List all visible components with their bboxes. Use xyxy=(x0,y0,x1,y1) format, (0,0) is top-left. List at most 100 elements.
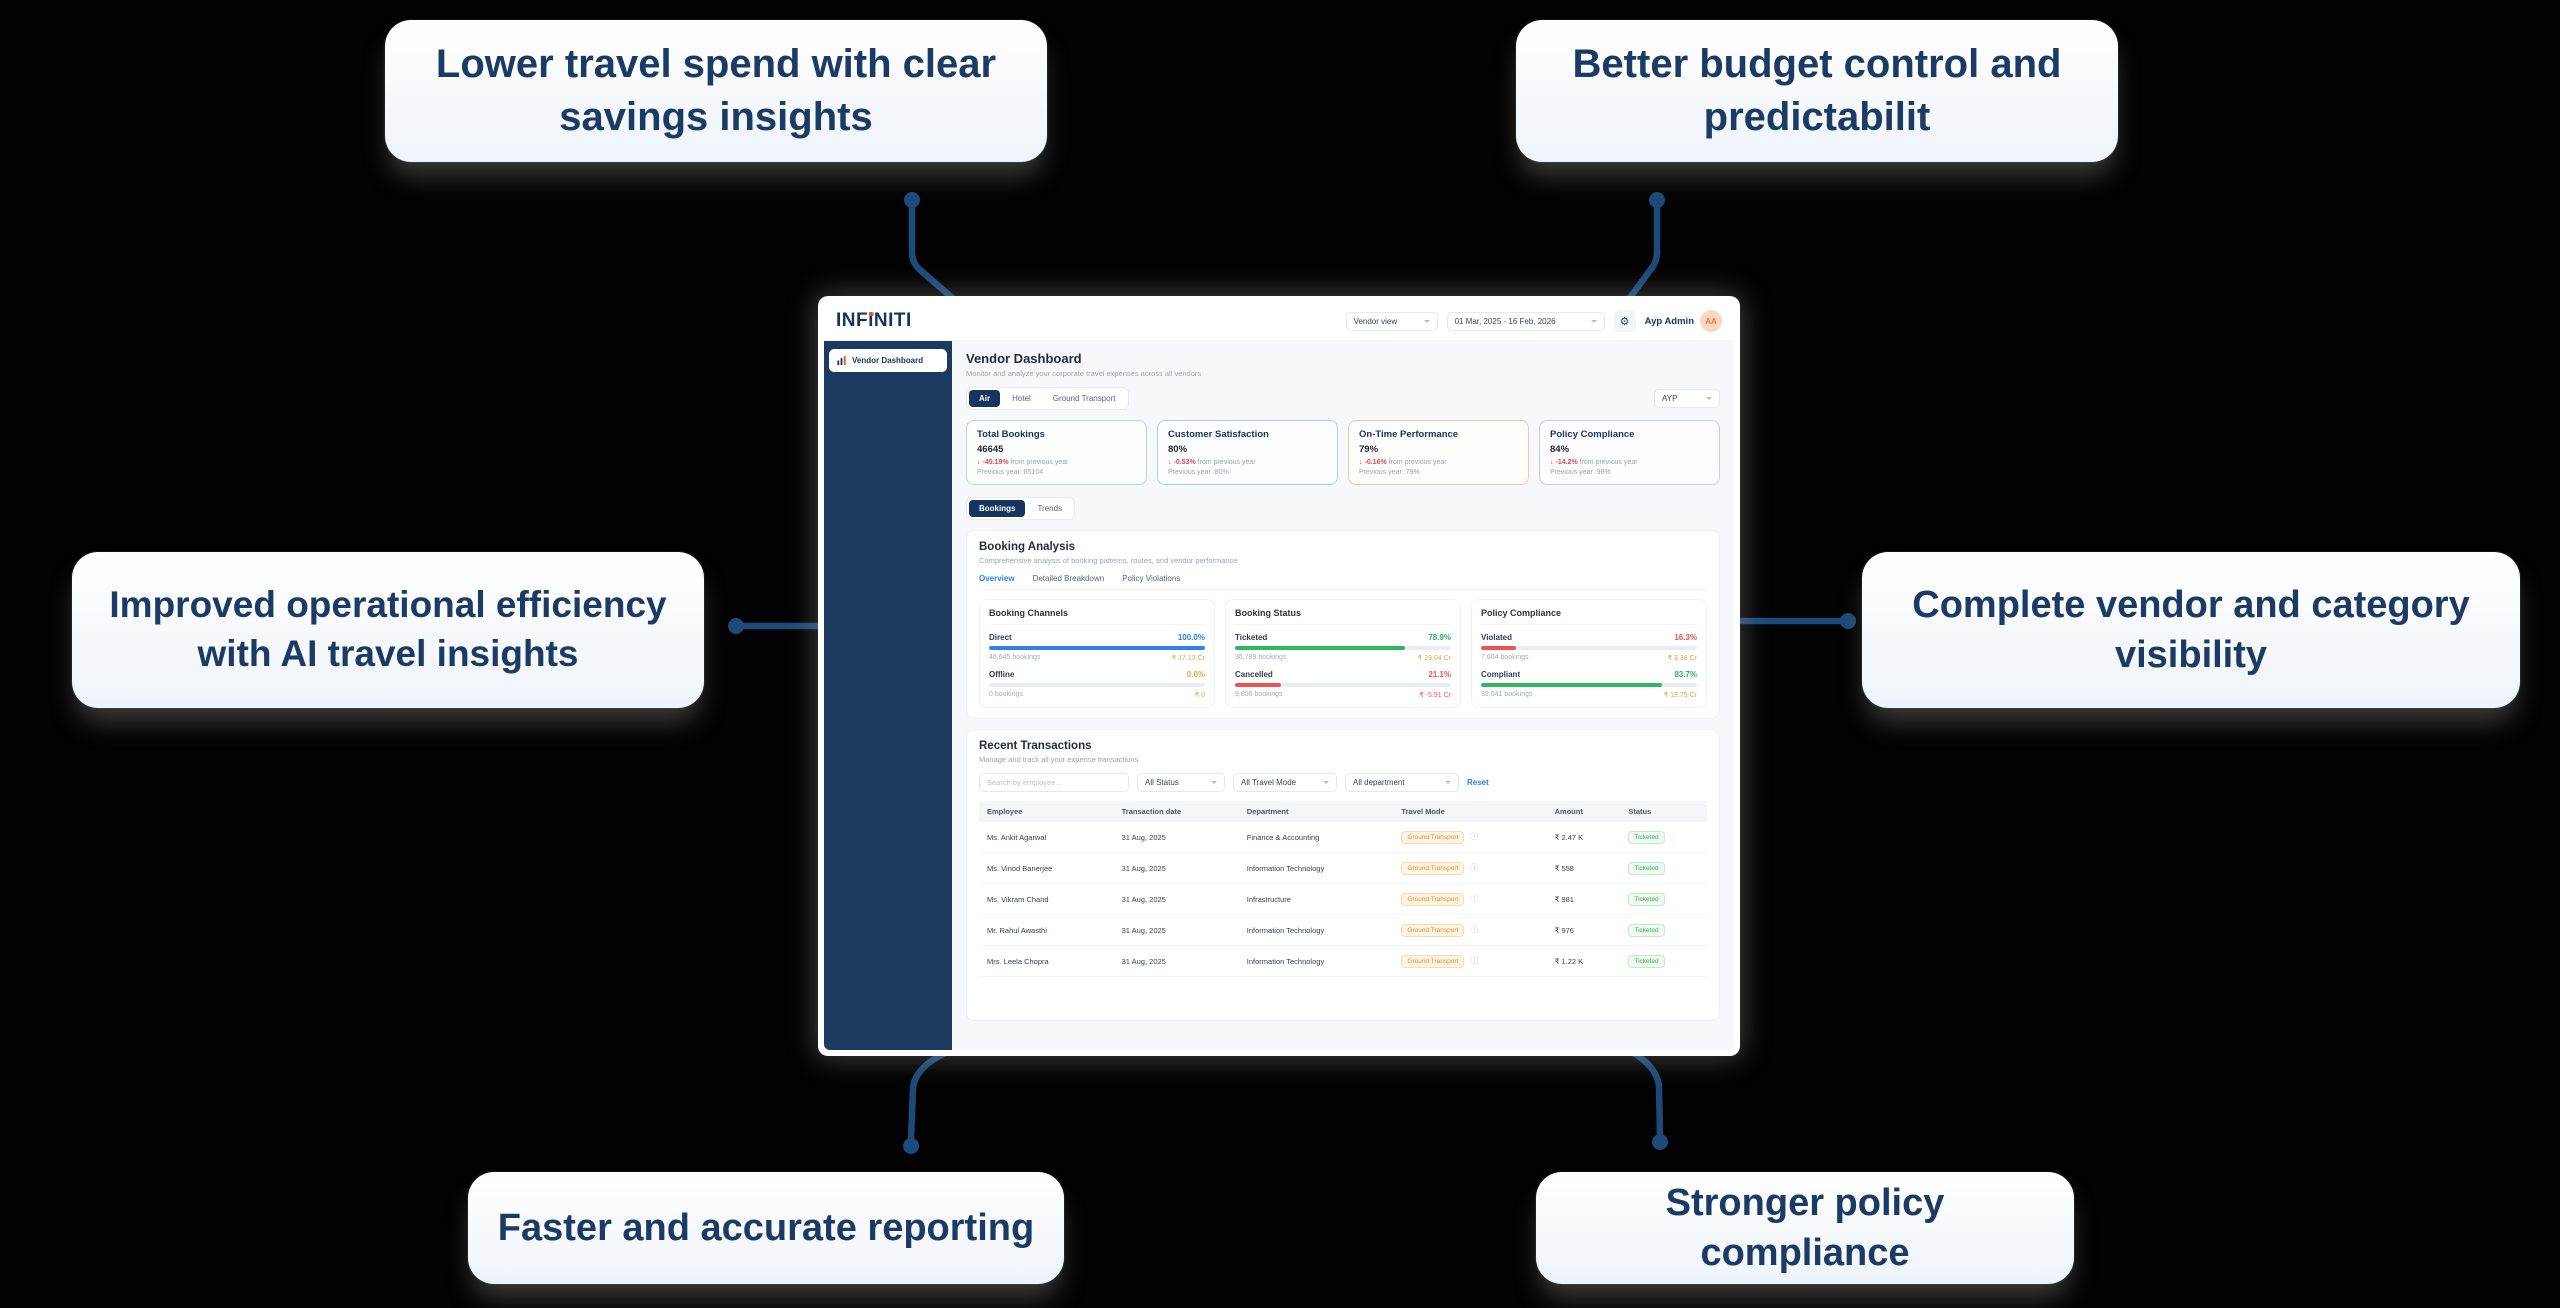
kpi-change-suffix: from previous year xyxy=(1579,459,1638,466)
department-cell: Finance & Accounting xyxy=(1238,822,1394,853)
status-badge: Ticketed xyxy=(1628,861,1665,875)
connector-bottom-right xyxy=(1616,1042,1664,1140)
reset-filters-link[interactable]: Reset xyxy=(1467,778,1489,787)
metric-amount: ₹ 3.38 Cr xyxy=(1667,655,1697,662)
kpi-value: 79% xyxy=(1359,444,1379,455)
kpi-change-suffix: from previous year xyxy=(1197,459,1256,466)
status-cell: Ticketed xyxy=(1620,914,1707,946)
progress-bar xyxy=(1481,683,1697,687)
page-subtitle: Monitor and analyze your corporate trave… xyxy=(966,369,1202,378)
kpi-change: -14.2% from previous year xyxy=(1550,459,1709,466)
travel-mode-tab[interactable]: Hotel xyxy=(1012,394,1031,403)
analysis-tab[interactable]: Detailed Breakdown xyxy=(1032,574,1105,583)
progress-bar-fill xyxy=(1481,683,1662,687)
app-body: Vendor Dashboard Vendor Dashboard Monito… xyxy=(824,341,1734,1050)
header-controls: Vendor view 01 Mar, 2025 - 16 Feb, 2026 … xyxy=(1345,310,1722,332)
table-header-cell: Amount xyxy=(1546,801,1621,822)
status-filter-select[interactable]: All Status xyxy=(1137,773,1225,792)
callout-text: Lower travel spend with clear savings in… xyxy=(435,42,997,139)
metric-list: Ticketed 78.9% 36,789 xyxy=(1235,633,1451,699)
logo-text: INF xyxy=(836,310,869,331)
sidebar-item-label: Vendor Dashboard xyxy=(852,356,924,365)
metric-amount: ₹ 17.13 Cr xyxy=(1171,655,1205,662)
kpi-change-suffix: from previous year xyxy=(1010,459,1069,466)
date-range-select[interactable]: 01 Mar, 2025 - 16 Feb, 2026 xyxy=(1446,311,1605,331)
info-icon[interactable]: ⓘ xyxy=(1470,831,1478,841)
employee-cell: Ms. Vikram Chand xyxy=(979,883,1114,915)
progress-bar xyxy=(1235,646,1451,650)
table-row: Mr. Rahul Awasthi 31 Aug, 2025 Informati… xyxy=(979,914,1707,946)
metric-percent: 16.3% xyxy=(1674,633,1697,642)
metric-bookings: 7,604 bookings xyxy=(1481,654,1529,661)
metric: Cancelled 21.1% 9,856 xyxy=(1235,670,1451,699)
view-toggle-row: Bookings Trends xyxy=(966,497,1720,520)
user-menu[interactable]: Ayp Admin AA xyxy=(1645,310,1722,332)
status-badge: Ticketed xyxy=(1628,830,1665,844)
view-toggle-tab[interactable]: Bookings xyxy=(969,500,1026,517)
status-badge: Ticketed xyxy=(1628,954,1665,968)
info-icon[interactable]: ⓘ xyxy=(1470,924,1478,934)
travel-mode-cell: Ground Transport ⓘ xyxy=(1393,852,1547,884)
info-icon[interactable]: ⓘ xyxy=(1470,955,1478,965)
metric-percent: 83.7% xyxy=(1674,670,1697,679)
connector-dot-top-right xyxy=(1649,192,1665,208)
callout-text: Stronger policy compliance xyxy=(1665,1181,1945,1274)
info-icon[interactable]: ⓘ xyxy=(1470,862,1478,872)
org-select-value: AYP xyxy=(1662,394,1678,403)
travel-mode-badge: Ground Transport xyxy=(1401,954,1465,968)
kpi-change: -0.53% from previous year xyxy=(1168,459,1327,466)
kpi-card: Policy Compliance 84% -14.2% from previo… xyxy=(1539,420,1720,485)
date-range-value: 01 Mar, 2025 - 16 Feb, 2026 xyxy=(1454,316,1556,326)
travel-mode-cell: Ground Transport ⓘ xyxy=(1393,822,1547,853)
status-cell: Ticketed xyxy=(1620,945,1707,977)
table-row: Mrs. Leela Chopra 31 Aug, 2025 Informati… xyxy=(979,945,1707,977)
table-header-cell: Status xyxy=(1620,801,1707,822)
org-select[interactable]: AYP xyxy=(1654,389,1720,408)
progress-bar-fill xyxy=(1235,683,1281,687)
callout-policy-compliance: Stronger policy compliance xyxy=(1536,1172,2074,1284)
kpi-change-pct: -0.16% xyxy=(1364,459,1387,466)
callout-budget-control: Better budget control and predictabilit xyxy=(1516,20,2118,162)
metric-bookings: 0 bookings xyxy=(989,691,1023,698)
vendor-view-select[interactable]: Vendor view xyxy=(1345,311,1438,331)
connector-dot-top-left xyxy=(904,192,920,208)
kpi-title: Customer Satisfaction xyxy=(1168,429,1269,440)
transaction-date-cell: 31 Aug, 2025 xyxy=(1113,945,1239,977)
travel-mode-filter-select[interactable]: All Travel Mode xyxy=(1233,773,1337,792)
callout-text: Improved operational efficiency with AI … xyxy=(109,584,667,674)
callout-text: Faster and accurate reporting xyxy=(497,1206,1035,1249)
info-icon[interactable]: ⓘ xyxy=(1470,893,1478,903)
transactions-title: Recent Transactions xyxy=(979,740,1092,752)
metric-bookings: 9,856 bookings xyxy=(1235,691,1283,698)
kpi-previous-year: Previous year :79% xyxy=(1359,469,1420,476)
travel-mode-tab[interactable]: Ground Transport xyxy=(1052,394,1116,403)
view-toggle-tab[interactable]: Trends xyxy=(1037,504,1063,513)
progress-bar xyxy=(989,683,1205,687)
analysis-tab[interactable]: Policy Violations xyxy=(1122,574,1181,583)
sidebar-item-vendor-dashboard[interactable]: Vendor Dashboard xyxy=(829,349,947,372)
kpi-previous-year: Previous year :85104 xyxy=(977,469,1044,476)
metric: Offline 0.0% 0 bookin xyxy=(989,670,1205,699)
metric-bookings: 36,789 bookings xyxy=(1235,654,1287,661)
department-cell: Information Technology xyxy=(1238,945,1394,977)
kpi-change-pct: -0.53% xyxy=(1173,459,1196,466)
department-filter-select[interactable]: All department xyxy=(1345,773,1459,792)
chevron-down-icon xyxy=(1423,319,1430,323)
connector-bottom-left xyxy=(907,1046,957,1144)
analysis-tab[interactable]: Overview xyxy=(979,574,1015,583)
analysis-column-title: Policy Compliance xyxy=(1481,608,1697,625)
travel-mode-tab[interactable]: Air xyxy=(969,390,1001,407)
travel-mode-badge: Ground Transport xyxy=(1401,830,1465,844)
kpi-value: 84% xyxy=(1550,444,1570,455)
infiniti-logo: INFiNITI xyxy=(836,310,912,332)
search-input[interactable] xyxy=(979,773,1129,792)
settings-button[interactable]: ⚙ xyxy=(1613,310,1636,332)
kpi-value: 46645 xyxy=(977,444,1004,455)
department-filter-value: All department xyxy=(1353,778,1405,787)
metric-name: Ticketed xyxy=(1235,633,1268,642)
metric-list: Direct 100.0% 46,645 xyxy=(989,633,1205,699)
travel-mode-badge: Ground Transport xyxy=(1401,923,1465,937)
metric-amount: ₹ 13.75 Cr xyxy=(1663,692,1697,699)
down-arrow-icon xyxy=(1550,459,1556,466)
